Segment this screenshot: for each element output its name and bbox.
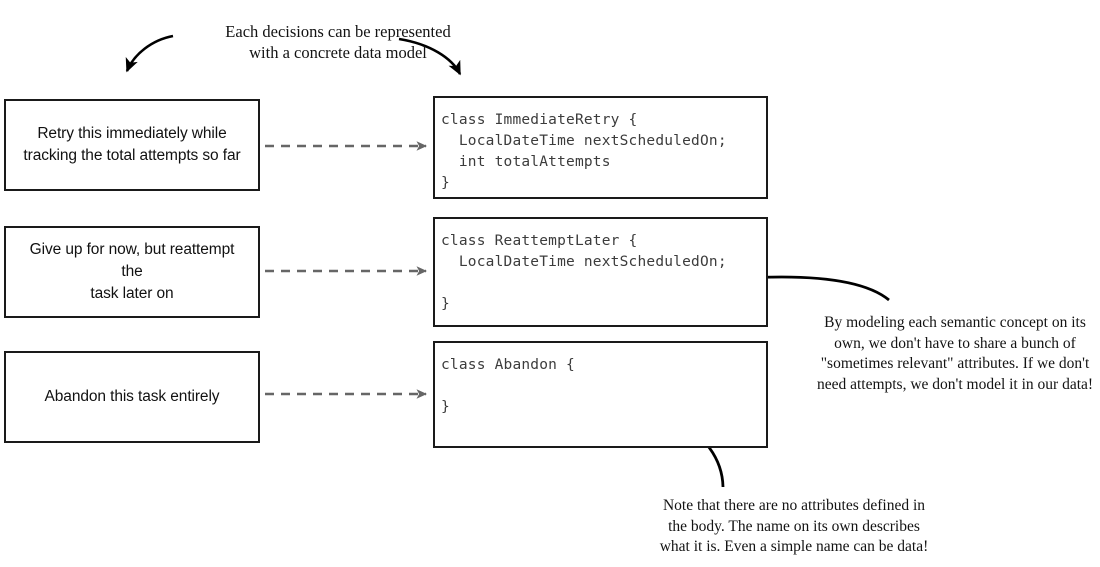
decision-line-1: Abandon this task entirely [44, 388, 220, 405]
code-text-reattempt-later: class ReattemptLater { LocalDateTime nex… [441, 233, 727, 313]
bottom-annotation: Note that there are no attributes define… [634, 496, 954, 558]
code-box-reattempt-later[interactable]: class ReattemptLater { LocalDateTime nex… [433, 217, 768, 327]
decision-line-1: Retry this immediately while [37, 125, 227, 142]
bottom-annotation-line-3: what it is. Even a simple name can be da… [659, 538, 929, 556]
decision-line-2: tracking the total attempts so far [23, 147, 241, 164]
bottom-annotation-line-1: Note that there are no attributes define… [662, 497, 926, 514]
decision-box-immediate-retry-text: Retry this immediately while tracking th… [23, 123, 240, 167]
side-annotation-line-1: By modeling each semantic concept on its [824, 314, 1086, 331]
decision-box-reattempt-later-text: Give up for now, but reattempt the task … [20, 239, 244, 305]
side-annotation-line-3: "sometimes relevant" attributes. If we d… [820, 355, 1090, 373]
top-annotation-line-1: Each decisions can be represented [225, 22, 451, 41]
code-text-immediate-retry: class ImmediateRetry { LocalDateTime nex… [441, 112, 727, 192]
side-annotation-line-2: own, we don't have to share a bunch of [834, 334, 1076, 352]
side-annotation-line-4: need attempts, we don't model it in our … [816, 375, 1094, 393]
decision-box-reattempt-later[interactable]: Give up for now, but reattempt the task … [4, 226, 260, 318]
code-box-abandon[interactable]: class Abandon { } [433, 341, 768, 448]
side-annotation: By modeling each semantic concept on its… [812, 313, 1098, 395]
bottom-annotation-line-2: the body. The name on its own describes [668, 517, 920, 535]
decision-line-2: task later on [90, 285, 174, 302]
decision-box-immediate-retry[interactable]: Retry this immediately while tracking th… [4, 99, 260, 191]
top-annotation-line-2: with a concrete data model [249, 43, 427, 63]
code-text-abandon: class Abandon { } [441, 357, 575, 416]
top-annotation: Each decisions can be represented with a… [178, 21, 498, 64]
decision-line-1: Give up for now, but reattempt the [29, 241, 235, 280]
top-left-curved-arrow [125, 34, 174, 73]
decision-box-abandon[interactable]: Abandon this task entirely [4, 351, 260, 443]
code-box-immediate-retry[interactable]: class ImmediateRetry { LocalDateTime nex… [433, 96, 768, 199]
decision-box-abandon-text: Abandon this task entirely [45, 386, 220, 408]
